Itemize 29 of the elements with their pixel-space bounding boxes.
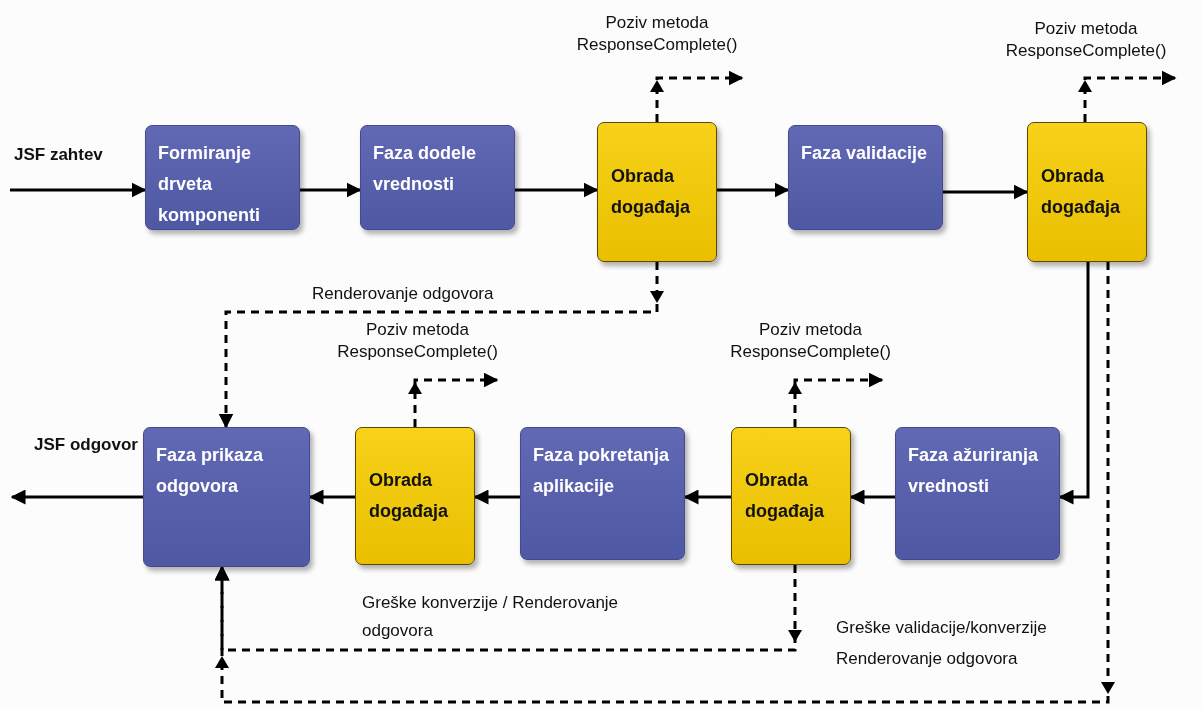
phase-box [143, 427, 310, 567]
event-box [355, 427, 475, 565]
edge-label: JSF odgovor [33, 434, 139, 456]
box-label: Obrada događaja [745, 469, 825, 523]
box-label: Faza dodele vrednosti [373, 142, 478, 196]
edge-label: JSF zahtev [14, 145, 104, 165]
edge-label: Greške validacije/konverzije Renderovanje odgovora [836, 617, 1048, 670]
phase-box [145, 125, 300, 230]
edge-label: Renderovanje odgovora [312, 283, 495, 305]
edge-label: Poziv metoda ResponseComplete() [336, 319, 499, 363]
edge-label: Poziv metoda ResponseComplete() [575, 12, 739, 56]
phase-box [895, 427, 1060, 560]
phase-box [788, 125, 943, 230]
box-label: Faza prikaza odgovora [156, 444, 265, 498]
box-label: Faza validacije [801, 142, 929, 165]
edge-label: Greške konverzije / Renderovanje odgovora [362, 592, 620, 642]
event-box [1027, 122, 1147, 262]
edge-label: Poziv metoda ResponseComplete() [1004, 18, 1168, 62]
box-label: Obrada događaja [369, 469, 449, 523]
box-label: Obrada događaja [611, 165, 691, 219]
phase-box [360, 125, 515, 230]
event-box [597, 122, 717, 262]
box-label: Faza ažuriranja vrednosti [908, 444, 1040, 498]
event-box [731, 427, 851, 565]
box-label: Faza pokretanja aplikacije [533, 444, 671, 498]
box-label: Formiranje drveta komponenti [158, 142, 261, 227]
box-label: Obrada događaja [1041, 165, 1121, 219]
edge-label: Poziv metoda ResponseComplete() [729, 319, 892, 363]
phase-box [520, 427, 685, 560]
